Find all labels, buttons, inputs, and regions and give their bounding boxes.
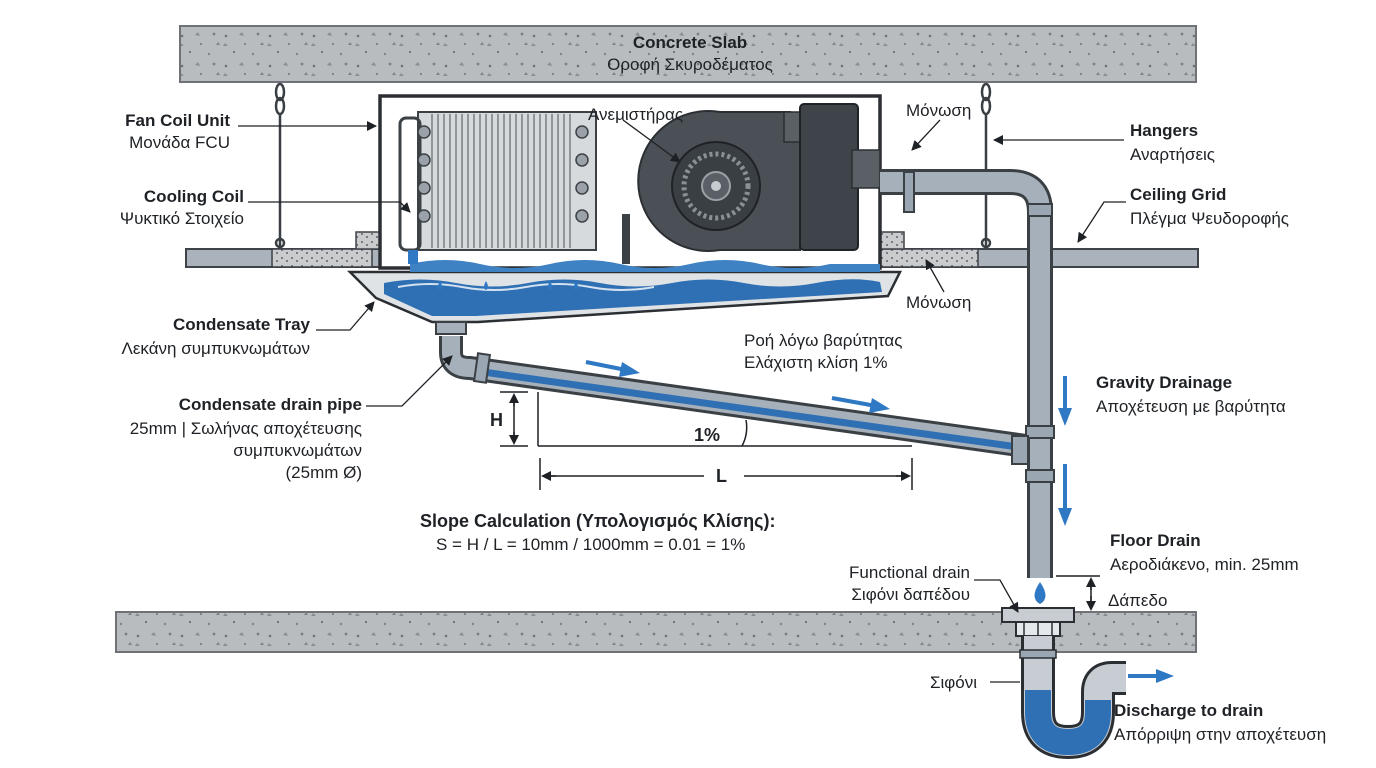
- drain-pipe-line1: 25mm | Σωλήνας αποχέτευσης: [129, 419, 362, 438]
- condensate-droplets: [408, 250, 578, 290]
- floor-label: Δάπεδο: [1108, 591, 1168, 610]
- floor-drain: [1001, 607, 1075, 637]
- concrete-slab-ceiling: [179, 25, 1197, 83]
- drain-pipe-line2: συμπυκνωμάτων: [233, 441, 362, 460]
- condensate-drain-pipe: [439, 336, 1055, 578]
- floor-drain-title: Floor Drain: [1110, 531, 1201, 550]
- drain-pipe-title: Condensate drain pipe: [178, 395, 362, 414]
- hangers-subtitle: Αναρτήσεις: [1130, 145, 1215, 164]
- leader-lines: [238, 119, 1126, 683]
- fan-blower: [622, 103, 881, 264]
- slope-l-label: L: [716, 466, 727, 486]
- slope-percent-label: 1%: [694, 425, 721, 445]
- ceiling-grid-subtitle: Πλέγμα Ψευδοροφής: [1130, 209, 1289, 228]
- insulation-bottom-label: Μόνωση: [906, 293, 972, 312]
- cooling-coil-subtitle: Ψυκτικό Στοιχείο: [119, 209, 244, 228]
- slope-triangle: [537, 392, 912, 447]
- gravity-flow-line2: Ελάχιστη κλίση 1%: [744, 353, 888, 372]
- floor-drain-subtitle: Αεροδιάκενο, min. 25mm: [1110, 555, 1299, 574]
- slab-title: Concrete Slab: [632, 33, 748, 52]
- slope-h-label: H: [490, 410, 503, 430]
- hangers-right: [977, 82, 995, 252]
- dimension-h: [500, 391, 528, 447]
- fan-label: Ανεμιστήρας: [588, 105, 684, 124]
- insulation-top-label: Μόνωση: [906, 101, 972, 120]
- slope-calc-formula: S = H / L = 10mm / 1000mm = 0.01 = 1%: [436, 535, 746, 554]
- dimension-l: [539, 458, 913, 490]
- fcu-title: Fan Coil Unit: [125, 111, 230, 130]
- discharge-title: Discharge to drain: [1114, 701, 1264, 720]
- condensate-tray: [346, 260, 903, 335]
- gravity-drainage-title: Gravity Drainage: [1096, 373, 1233, 392]
- hangers-title: Hangers: [1130, 121, 1199, 140]
- ceiling-grid-title: Ceiling Grid: [1130, 185, 1227, 204]
- drain-pipe-line3: (25mm Ø): [285, 463, 363, 482]
- air-gap-droplet: [1034, 582, 1046, 604]
- flow-arrows: [585, 360, 1174, 683]
- fcu-subtitle: Μονάδα FCU: [129, 133, 230, 152]
- slope-calc-title: Slope Calculation (Υπολογισμός Κλίσης):: [420, 511, 776, 531]
- cooling-coil-title: Cooling Coil: [143, 187, 244, 206]
- air-gap-dimension: [1056, 575, 1100, 611]
- functional-drain-line1: Functional drain: [849, 563, 970, 582]
- condensate-tray-subtitle: Λεκάνη συμπυκνωμάτων: [121, 339, 311, 358]
- cooling-coil: [398, 111, 597, 252]
- condensate-tray-title: Condensate Tray: [173, 315, 310, 334]
- trap-label: Σιφόνι: [930, 673, 978, 692]
- p-trap: [1019, 636, 1126, 760]
- gravity-flow-line1: Ροή λόγω βαρύτητας: [744, 331, 903, 350]
- discharge-subtitle: Απόρριψη στην αποχέτευση: [1114, 725, 1327, 744]
- slab-subtitle: Οροφή Σκυροδέματος: [607, 55, 773, 74]
- hangers-left: [274, 82, 286, 252]
- gravity-drainage-subtitle: Αποχέτευση με βαρύτητα: [1096, 397, 1286, 416]
- functional-drain-line2: Σιφόνι δαπέδου: [851, 585, 970, 604]
